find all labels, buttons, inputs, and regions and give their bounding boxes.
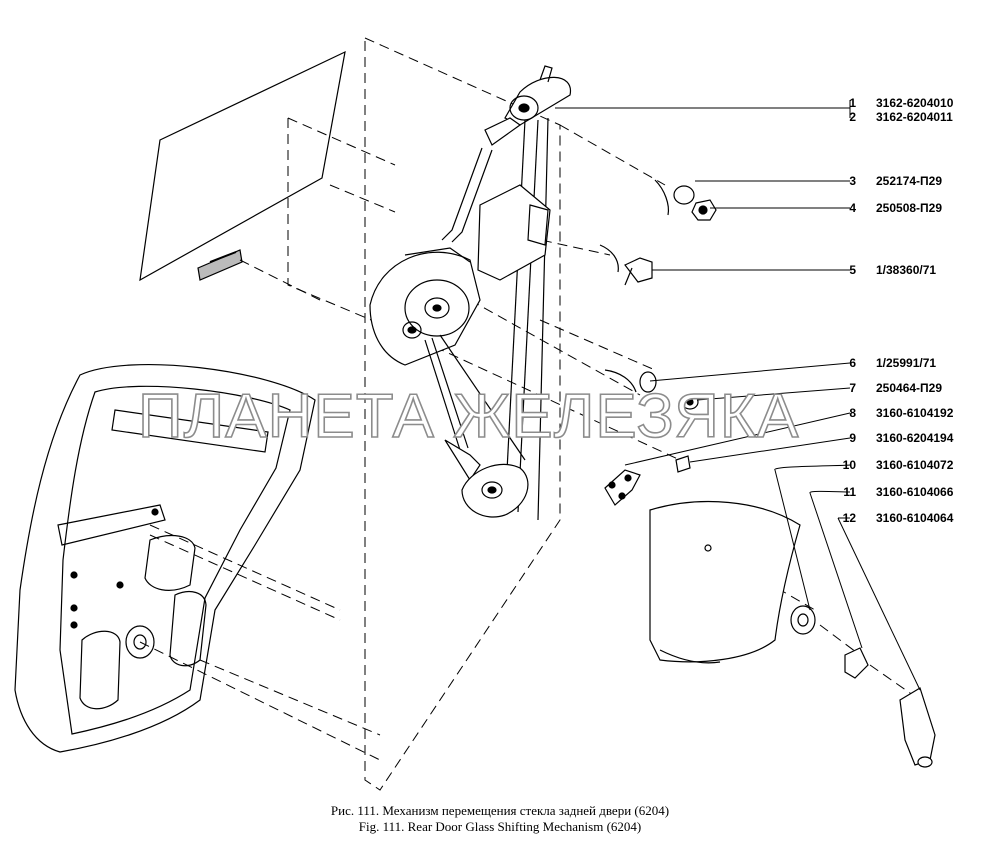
callout-number: 6 xyxy=(849,356,856,370)
door-trim-panel xyxy=(649,500,801,664)
callout-part-number: 3160-6104066 xyxy=(876,485,954,499)
callout-1: 1 3162-6204010 xyxy=(836,95,996,111)
window-regulator-mechanism xyxy=(369,65,571,521)
callout-10: 10 3160-6104072 xyxy=(836,457,996,473)
caption-english: Fig. 111. Rear Door Glass Shifting Mecha… xyxy=(358,819,642,834)
callout-number: 9 xyxy=(849,431,856,445)
window-glass xyxy=(139,50,346,282)
callout-number: 7 xyxy=(849,381,856,395)
callout-part-number: 252174-П29 xyxy=(876,174,943,188)
callout-leader-lines xyxy=(555,100,921,691)
callout-number: 4 xyxy=(849,201,856,215)
callout-number: 12 xyxy=(842,511,856,525)
callout-part-number: 3160-6104192 xyxy=(876,406,954,420)
callout-part-number: 3160-6104072 xyxy=(876,458,954,472)
callout-number: 2 xyxy=(849,110,856,124)
window-crank-handle xyxy=(790,605,936,768)
callout-part-number: 3162-6204010 xyxy=(876,96,954,110)
callout-number: 11 xyxy=(843,485,856,499)
callout-part-number: 1/25991/71 xyxy=(876,356,937,370)
callout-number: 10 xyxy=(842,458,856,472)
callout-part-number: 3160-6204194 xyxy=(876,431,954,445)
caption-russian: Рис. 111. Механизм перемещения стекла за… xyxy=(330,803,670,818)
callout-number: 5 xyxy=(849,263,856,277)
door-inner-panel xyxy=(14,363,316,753)
watermark-text: ПЛАНЕТА ЖЕЛЕЗЯКА xyxy=(137,381,800,452)
callout-part-number: 3162-6204011 xyxy=(876,110,953,124)
callout-2: 2 3162-6204011 xyxy=(836,109,996,125)
callout-number: 8 xyxy=(849,406,856,420)
callout-8: 8 3160-6104192 xyxy=(836,405,996,421)
callout-part-number: 1/38360/71 xyxy=(876,263,937,277)
callout-part-number: 250464-П29 xyxy=(876,381,943,395)
callout-number: 3 xyxy=(849,174,856,188)
callout-number: 1 xyxy=(849,96,856,110)
callout-7: 7 250464-П29 xyxy=(836,380,996,396)
callout-9: 9 3160-6204194 xyxy=(836,430,996,446)
callout-11: 11 3160-6104066 xyxy=(836,484,996,500)
callout-5: 5 1/38360/71 xyxy=(836,262,996,278)
callout-12: 12 3160-6104064 xyxy=(836,510,996,526)
callout-6: 6 1/25991/71 xyxy=(836,355,996,371)
callout-3: 3 252174-П29 xyxy=(836,173,996,189)
callout-part-number: 250508-П29 xyxy=(876,201,943,215)
callout-part-number: 3160-6104064 xyxy=(876,511,954,525)
callout-4: 4 250508-П29 xyxy=(836,200,996,216)
fasteners xyxy=(599,179,717,506)
